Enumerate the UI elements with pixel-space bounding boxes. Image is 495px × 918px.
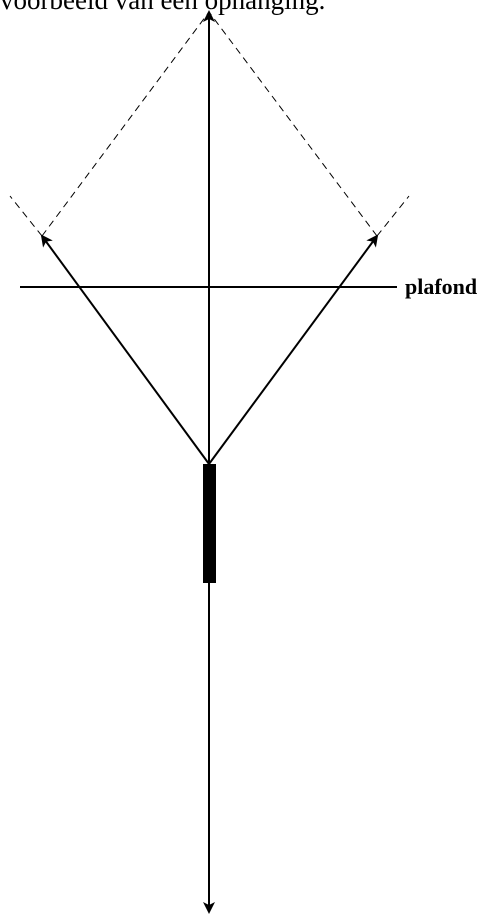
dashed-extension-right: [376, 195, 410, 237]
dashed-line-right-upper: [208, 11, 378, 237]
header-caption: voorbeeld van een ophanging.: [0, 0, 326, 15]
ceiling-label: plafond: [405, 274, 477, 299]
dashed-extension-left: [9, 195, 43, 237]
dashed-line-left-upper: [41, 11, 210, 237]
left-cable-force-arrow: [40, 234, 210, 465]
right-cable-force-arrow: [208, 234, 379, 465]
suspended-object: [203, 464, 216, 583]
